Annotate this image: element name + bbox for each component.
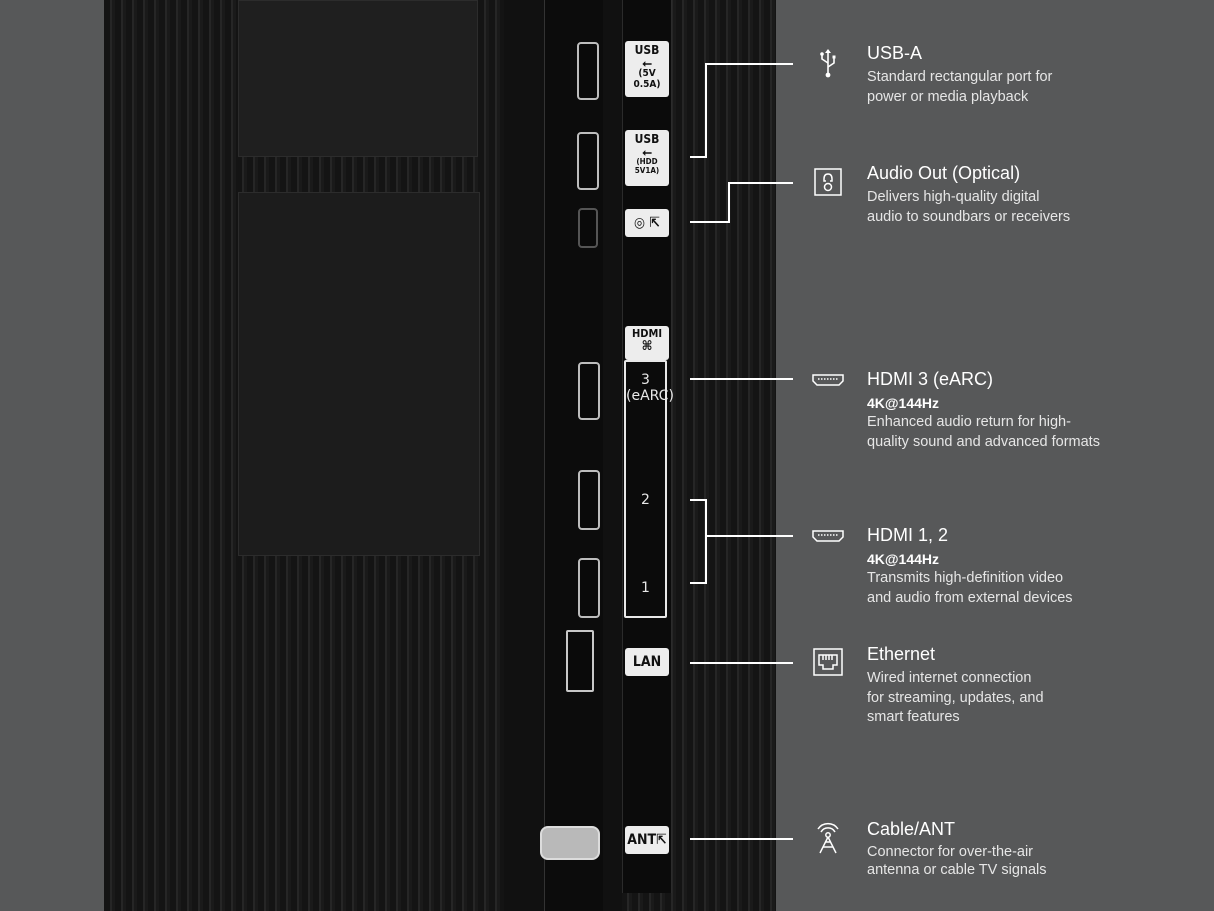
hdmi12-spec: 4K@144Hz [867,551,940,567]
rear-cover-plate [238,192,480,556]
antenna-callout: Cable/ANT Connector for over-the-air ant… [867,818,1167,879]
hdmi3-number: 3 (eARC) [626,372,674,404]
usb-a-title: USB-A [867,43,923,63]
optical-label: ◎ ⇱ [625,209,669,237]
hdmi-port-1 [578,558,600,618]
hdmi12-description: Transmits high-definition video and audi… [867,570,1073,606]
ethernet-description: Wired internet connection for streaming,… [867,670,1044,725]
ant-export-icon: ⇱ [656,832,667,848]
hdmi3-callout-line [690,378,793,380]
tv-back-panel [104,0,776,911]
hdmi12-callout: HDMI 1, 2 4K@144Hz Transmits high-defini… [867,524,1167,608]
hdmi1-number: 1 [641,580,650,596]
usb-label-1: USB ⭠ (5V 0.5A) [625,41,669,97]
optical-callout: Audio Out (Optical) Delivers high-qualit… [867,162,1167,227]
regulatory-label-plate [238,0,478,157]
usb-label-2-text: USB [634,132,660,146]
hdmi3-earc-text: (eARC) [626,388,674,404]
hdmi-label-text: HDMI [631,327,663,340]
usb-label-1-rating: (5V 0.5A) [633,68,661,90]
hdmi3-number-text: 3 [641,372,650,388]
hdmi-port-2 [578,470,600,530]
usb-label-2-rating: (HDD 5V1A) [634,157,660,175]
antenna-description: Connector for over-the-air antenna or ca… [867,844,1047,878]
usb-a-description: Standard rectangular port for power or m… [867,69,1053,105]
hdmi3-title: HDMI 3 (eARC) [867,369,994,389]
optical-title: Audio Out (Optical) [867,163,1021,183]
usb-icon: ⭠ [642,144,652,159]
gamepad-icon: ⌘ [641,338,653,354]
usb-label-2: USB ⭠ (HDD 5V1A) [625,130,669,186]
hdmi2-number: 2 [641,492,650,508]
antenna-title: Cable/ANT [867,819,956,839]
hdmi-icon [812,374,844,386]
hdmi-icon [812,530,844,542]
ethernet-icon [813,648,843,676]
hdmi-number-box: 3 (eARC) 2 1 [624,360,674,618]
hdmi-port-3 [578,362,600,420]
optical-description: Delivers high-quality digital audio to s… [867,189,1071,225]
usb-icon: ⭠ [642,55,652,70]
ethernet-callout-line [690,662,793,664]
usb-port-1 [577,42,599,100]
antenna-connector [540,826,600,860]
hdmi3-callout: HDMI 3 (eARC) 4K@144Hz Enhanced audio re… [867,368,1167,452]
hdmi12-title: HDMI 1, 2 [867,525,949,545]
lan-port [566,630,594,692]
usb-port-2 [577,132,599,190]
optical-audio-icon: ◎ ⇱ [634,215,660,231]
usb-a-callout: USB-A Standard rectangular port for powe… [867,42,1167,107]
ant-label-text: ANT [627,832,657,848]
usb-icon [820,49,836,78]
hdmi-label: HDMI ⌘ [625,326,669,360]
optical-audio-icon [814,168,842,196]
ant-label: ANT⇱ [625,826,669,854]
ethernet-title: Ethernet [867,644,936,664]
optical-port [578,208,598,248]
antenna-callout-line [690,838,793,840]
lan-label: LAN [625,648,669,676]
antenna-icon [817,822,839,854]
hdmi3-spec: 4K@144Hz [867,395,940,411]
hdmi3-description: Enhanced audio return for high- quality … [867,414,1100,450]
usb-label-1-text: USB [634,43,660,57]
ethernet-callout: Ethernet Wired internet connection for s… [867,643,1167,728]
